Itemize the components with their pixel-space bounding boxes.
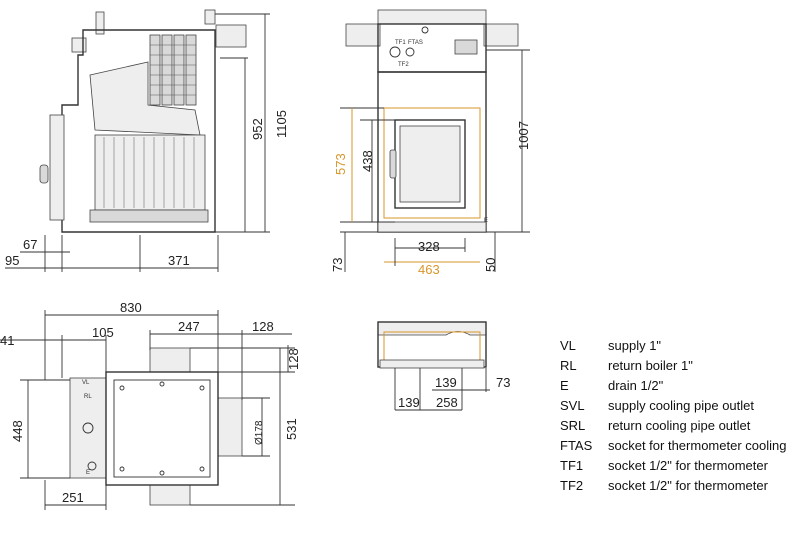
top-view-outlet-right — [217, 397, 243, 457]
front-door-handle — [389, 149, 397, 179]
top-pipe-right — [204, 9, 216, 25]
top-view-outlet-top — [149, 347, 191, 373]
gauge-1 — [389, 46, 401, 58]
dim-830: 830 — [120, 300, 142, 315]
label-e: E — [484, 218, 488, 224]
dim-41: 41 — [0, 333, 14, 348]
dim-128-h: 128 — [286, 348, 301, 370]
dim-128-w: 128 — [252, 319, 274, 334]
gauge-2 — [405, 47, 415, 57]
legend-desc-srl: return cooling pipe outlet — [608, 418, 751, 433]
top-view-connection-block — [69, 377, 107, 479]
legend-code-tf2: TF2 — [560, 478, 583, 493]
chamber-ribs — [103, 137, 195, 208]
front-left-outlet — [345, 23, 381, 47]
dim-73-front: 73 — [330, 258, 345, 272]
combustion-chamber — [94, 134, 206, 211]
legend-desc-tf2: socket 1/2" for thermometer — [608, 478, 769, 493]
top-view: VL RL E 830 41 105 247 128 128 Ø178 531 — [0, 300, 301, 510]
dim-73-bottom: 73 — [496, 375, 510, 390]
label-rl: RL — [84, 394, 92, 400]
side-stub — [71, 37, 87, 53]
ash-pan — [89, 209, 209, 223]
dim-1105: 1105 — [274, 110, 289, 138]
dim-573: 573 — [333, 153, 348, 175]
top-pipe-left — [95, 11, 105, 35]
front-view: TF1 FTAS TF2 E 1007 573 438 328 463 73 — [330, 9, 531, 277]
dim-463: 463 — [418, 262, 440, 277]
panel-display — [454, 39, 478, 55]
dim-952: 952 — [250, 118, 265, 140]
legend-code-ftas: FTAS — [560, 438, 593, 453]
dim-251: 251 — [62, 490, 84, 505]
dim-139-a: 139 — [435, 375, 457, 390]
dim-95: 95 — [5, 253, 19, 268]
legend-code-vl: VL — [560, 338, 576, 353]
dim-247: 247 — [178, 319, 200, 334]
front-top-cover — [377, 9, 487, 25]
dim-67: 67 — [23, 237, 37, 252]
exchanger-tubes — [149, 34, 197, 106]
bottom-view-orange — [383, 331, 481, 363]
door-handle — [39, 164, 49, 184]
door-glass — [399, 125, 461, 203]
dim-531: 531 — [284, 418, 299, 440]
front-plinth — [377, 221, 487, 233]
label-ftas: FTAS — [408, 40, 423, 46]
legend-desc-ftas: socket for thermometer cooling — [608, 438, 786, 453]
label-e-top: E — [86, 470, 90, 476]
dim-328: 328 — [418, 239, 440, 254]
legend-desc-tf1: socket 1/2" for thermometer — [608, 458, 769, 473]
boiler-body-outline — [61, 29, 216, 233]
side-view: 952 1105 67 95 371 — [5, 9, 289, 272]
label-vl: VL — [82, 380, 90, 386]
front-right-outlet — [483, 23, 519, 47]
dim-105: 105 — [92, 325, 114, 340]
label-tf1: TF1 — [395, 40, 406, 46]
baffle-plate — [89, 61, 201, 136]
loading-door — [49, 114, 65, 221]
dim-d178: Ø178 — [254, 420, 265, 445]
top-view-body — [105, 371, 219, 486]
gauge-3 — [421, 26, 429, 34]
dim-139-b: 139 — [398, 395, 420, 410]
legend: VL supply 1" RL return boiler 1" E drain… — [560, 338, 786, 493]
legend-code-svl: SVL — [560, 398, 585, 413]
dim-258: 258 — [436, 395, 458, 410]
front-orange-outline — [383, 107, 481, 219]
legend-desc-svl: supply cooling pipe outlet — [608, 398, 754, 413]
dim-438: 438 — [360, 150, 375, 172]
top-view-outlet-bottom — [149, 484, 191, 506]
dim-50: 50 — [483, 258, 498, 272]
legend-code-rl: RL — [560, 358, 577, 373]
legend-desc-rl: return boiler 1" — [608, 358, 693, 373]
dim-371: 371 — [168, 253, 190, 268]
legend-desc-e: drain 1/2" — [608, 378, 664, 393]
legend-code-e: E — [560, 378, 569, 393]
dim-448: 448 — [10, 420, 25, 442]
bottom-view-top — [377, 321, 487, 336]
top-view-port — [82, 422, 94, 434]
bottom-view-plinth — [379, 359, 485, 369]
label-tf2: TF2 — [398, 62, 409, 68]
legend-code-srl: SRL — [560, 418, 585, 433]
bottom-view: 139 73 139 258 — [377, 321, 510, 411]
top-view-inner — [113, 379, 211, 478]
legend-desc-vl: supply 1" — [608, 338, 661, 353]
dim-1007: 1007 — [516, 121, 531, 150]
side-flue-outlet — [215, 24, 247, 48]
legend-code-tf1: TF1 — [560, 458, 583, 473]
